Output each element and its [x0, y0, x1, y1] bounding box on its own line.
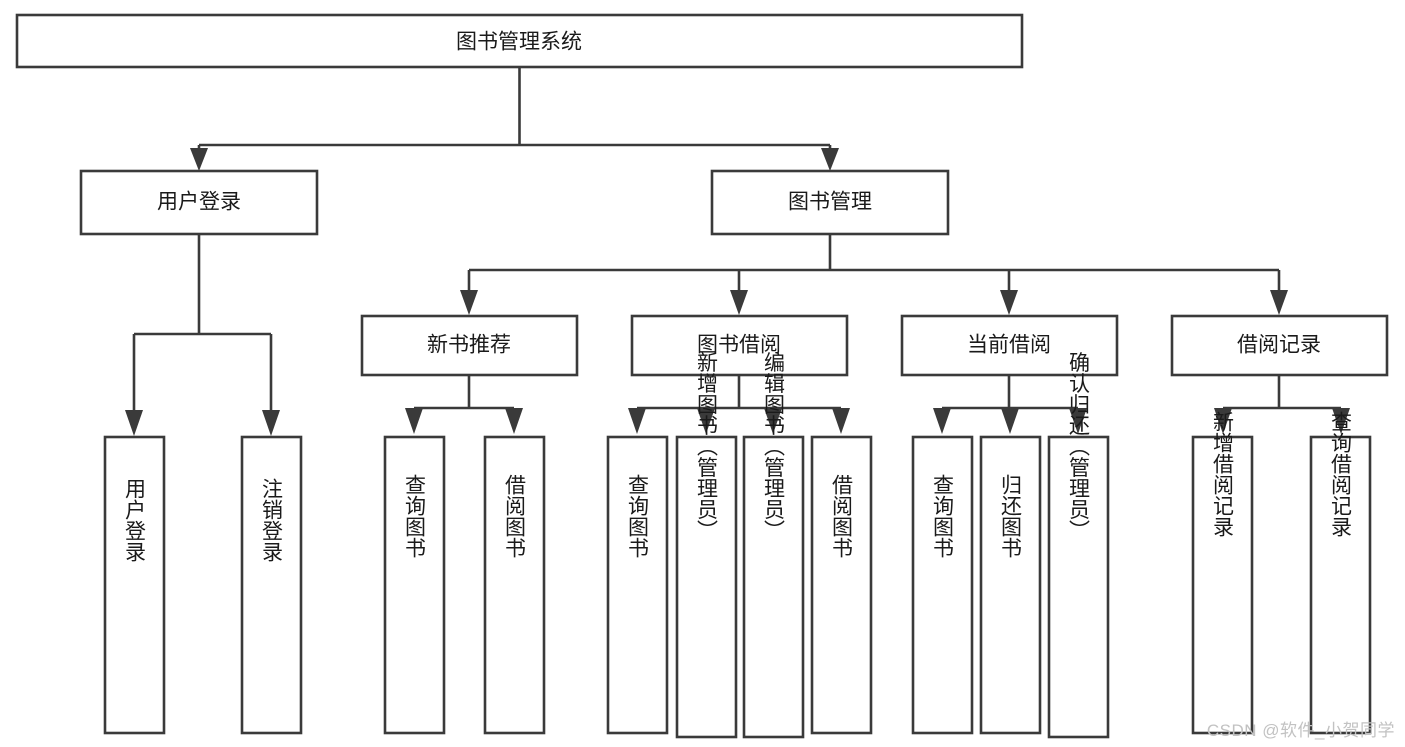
- node-book-manage-box[interactable]: [710, 169, 950, 236]
- node-new-book-recommend-box[interactable]: [360, 314, 579, 377]
- arrow-head-cb-leaf-2: [1001, 408, 1019, 434]
- arrow-head-current-borrow: [1000, 290, 1018, 315]
- node-leaf-cb-confirm-return-label: 确认归还（管理员）: [1067, 352, 1091, 541]
- node-current-borrow[interactable]: 当前借阅: [900, 314, 1119, 377]
- node-current-borrow-label: 当前借阅: [967, 334, 1051, 357]
- node-leaf-bb-add-book-box[interactable]: [675, 435, 738, 739]
- node-leaf-bb-edit-book-box[interactable]: [742, 435, 805, 739]
- node-leaf-nb-borrow-book-box[interactable]: [483, 435, 546, 735]
- node-root-label: 图书管理系统: [456, 31, 582, 54]
- node-leaf-nb-borrow-book-label: 借阅图书: [503, 474, 527, 558]
- arrow-head-bb-leaf-1: [628, 408, 646, 434]
- arrow-head-bb-leaf-2: [697, 408, 715, 434]
- node-leaf-cb-return-book[interactable]: 归还图书: [979, 435, 1042, 735]
- node-leaf-bb-borrow-book-label: 借阅图书: [830, 474, 854, 558]
- arrow-head-user-login: [190, 148, 208, 171]
- node-leaf-cb-query-book-label: 查询图书: [931, 474, 955, 558]
- node-leaf-br-query-record[interactable]: 查询借阅记录: [1309, 411, 1372, 735]
- node-leaf-user-login[interactable]: 用户登录: [103, 435, 166, 735]
- node-leaf-cb-return-book-box[interactable]: [979, 435, 1042, 735]
- node-leaf-bb-add-book-label: 新增图书（管理员）: [695, 352, 719, 541]
- arrow-head-cb-leaf-3: [1069, 408, 1087, 434]
- node-user-login-box[interactable]: [79, 169, 319, 236]
- arrow-head-new-book-rec: [460, 290, 478, 315]
- node-leaf-br-add-record[interactable]: 新增借阅记录: [1191, 411, 1254, 735]
- node-leaf-bb-query-book[interactable]: 查询图书: [606, 435, 669, 735]
- node-leaf-cb-query-book-box[interactable]: [911, 435, 974, 735]
- arrow-head-book-manage: [821, 148, 839, 171]
- node-leaf-cb-confirm-return[interactable]: 确认归还（管理员）: [1047, 352, 1110, 739]
- node-root[interactable]: 图书管理系统: [15, 13, 1024, 69]
- node-leaf-bb-borrow-book[interactable]: 借阅图书: [810, 435, 873, 735]
- node-leaf-cb-return-book-label: 归还图书: [999, 474, 1023, 558]
- node-book-manage[interactable]: 图书管理: [710, 169, 950, 236]
- node-leaf-br-add-record-label: 新增借阅记录: [1211, 411, 1235, 537]
- node-leaf-nb-query-book-label: 查询图书: [403, 474, 427, 558]
- node-leaf-bb-query-book-box[interactable]: [606, 435, 669, 735]
- node-book-manage-label: 图书管理: [788, 191, 872, 214]
- arrow-head-leaf-logout: [262, 410, 280, 436]
- arrow-head-book-borrow: [730, 290, 748, 315]
- node-leaf-br-add-record-box[interactable]: [1191, 435, 1254, 735]
- arrow-head-nb-leaf-2: [505, 408, 523, 434]
- node-borrow-record-label: 借阅记录: [1237, 334, 1321, 357]
- node-leaf-bb-edit-book-label: 编辑图书（管理员）: [762, 352, 786, 541]
- arrow-head-br-leaf-2: [1332, 408, 1350, 434]
- node-root-box[interactable]: [15, 13, 1024, 69]
- node-borrow-record-box[interactable]: [1170, 314, 1389, 377]
- connector-group-user-login-leaves: [125, 234, 280, 436]
- node-leaf-cb-confirm-return-box[interactable]: [1047, 435, 1110, 739]
- arrow-head-bb-leaf-3: [764, 408, 782, 434]
- connector-group-book-borrow-leaves: [628, 375, 850, 434]
- node-leaf-logout[interactable]: 注销登录: [240, 435, 303, 735]
- node-leaf-logout-label: 注销登录: [260, 478, 284, 562]
- node-leaf-user-login-label: 用户登录: [123, 478, 147, 562]
- node-leaf-bb-add-book[interactable]: 新增图书（管理员）: [675, 352, 738, 739]
- node-user-login-label: 用户登录: [157, 191, 241, 214]
- node-leaf-user-login-box[interactable]: [103, 435, 166, 735]
- node-leaf-nb-query-book-box[interactable]: [383, 435, 446, 735]
- node-current-borrow-box[interactable]: [900, 314, 1119, 377]
- node-book-borrow-box[interactable]: [630, 314, 849, 377]
- arrow-head-br-leaf-1: [1214, 408, 1232, 434]
- connector-group-current-borrow-leaves: [933, 375, 1087, 434]
- node-leaf-logout-box[interactable]: [240, 435, 303, 735]
- node-leaf-nb-query-book[interactable]: 查询图书: [383, 435, 446, 735]
- connector-group-root-to-level2: [190, 67, 839, 171]
- arrow-head-borrow-record: [1270, 290, 1288, 315]
- connector-group-book-manage-to-level3: [460, 234, 1288, 315]
- node-leaf-nb-borrow-book[interactable]: 借阅图书: [483, 435, 546, 735]
- connector-group-new-book-leaves: [405, 375, 523, 434]
- node-leaf-br-query-record-label: 查询借阅记录: [1329, 411, 1353, 537]
- node-user-login[interactable]: 用户登录: [79, 169, 319, 236]
- node-leaf-cb-query-book[interactable]: 查询图书: [911, 435, 974, 735]
- node-leaf-bb-query-book-label: 查询图书: [626, 474, 650, 558]
- arrow-head-nb-leaf-1: [405, 408, 423, 434]
- node-new-book-recommend-label: 新书推荐: [427, 334, 511, 357]
- node-leaf-bb-edit-book[interactable]: 编辑图书（管理员）: [742, 352, 805, 739]
- arrow-head-bb-leaf-4: [832, 408, 850, 434]
- arrow-head-cb-leaf-1: [933, 408, 951, 434]
- node-book-borrow[interactable]: 图书借阅: [630, 314, 849, 377]
- node-book-borrow-label: 图书借阅: [697, 334, 781, 357]
- arrow-head-leaf-user-login: [125, 410, 143, 436]
- node-new-book-recommend[interactable]: 新书推荐: [360, 314, 579, 377]
- node-leaf-br-query-record-box[interactable]: [1309, 435, 1372, 735]
- connector-group-borrow-record-leaves: [1214, 375, 1350, 434]
- node-borrow-record[interactable]: 借阅记录: [1170, 314, 1389, 377]
- node-leaf-bb-borrow-book-box[interactable]: [810, 435, 873, 735]
